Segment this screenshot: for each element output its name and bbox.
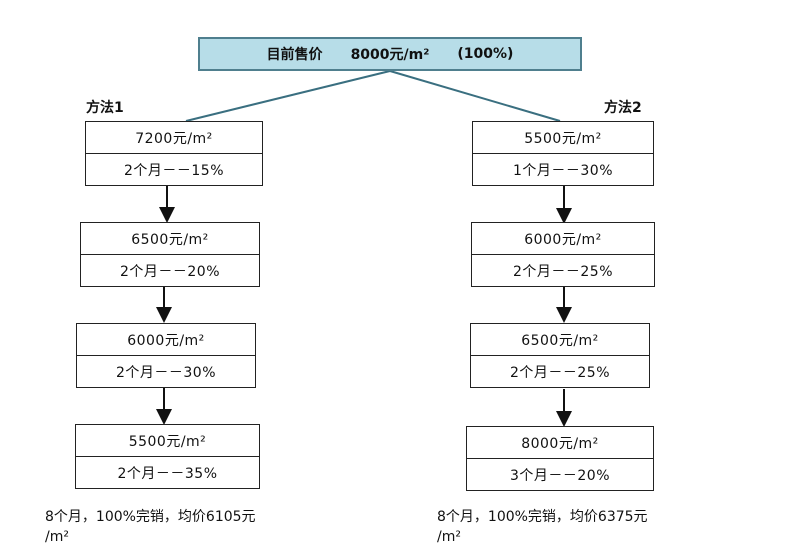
method2-step-2: 6000元/m² 2个月－－25% [471,222,655,287]
current-price-box: 目前售价 8000元/m² (100%) [198,37,582,71]
step-price: 6500元/m² [471,324,649,356]
method1-step-1: 7200元/m² 2个月－－15% [85,121,263,186]
step-duration: 3个月－－20% [509,467,611,484]
connector-top-to-method1 [185,70,391,122]
step-duration: 1个月－－30% [512,162,614,179]
step-price: 5500元/m² [76,425,259,457]
method1-step-2: 6500元/m² 2个月－－20% [80,222,260,287]
method2-step-3: 6500元/m² 2个月－－25% [470,323,650,388]
method1-label: 方法1 [86,100,124,116]
summary-line-2: /m² [45,529,69,545]
current-price-percent: (100%) [457,46,514,62]
step-price: 5500元/m² [473,122,653,154]
connector-top-to-method2 [389,70,561,122]
method1-step-4: 5500元/m² 2个月－－35% [75,424,260,489]
step-price: 6000元/m² [472,223,654,255]
step-duration: 2个月－－30% [115,364,217,381]
step-price: 6000元/m² [77,324,255,356]
method2-step-1: 5500元/m² 1个月－－30% [472,121,654,186]
method1-summary: 8个月，100%完销，均价6105元 /m² [45,507,256,547]
method1-step-3: 6000元/m² 2个月－－30% [76,323,256,388]
step-price: 8000元/m² [467,427,653,459]
summary-line-1: 8个月，100%完销，均价6105元 [45,509,256,525]
step-duration: 2个月－－25% [512,263,614,280]
step-duration: 2个月－－25% [509,364,611,381]
step-duration: 2个月－－15% [123,162,225,179]
method2-label: 方法2 [604,100,642,116]
current-price-value: 8000元/m² [350,47,430,63]
method2-step-4: 8000元/m² 3个月－－20% [466,426,654,491]
step-price: 6500元/m² [81,223,259,255]
step-duration: 2个月－－20% [119,263,221,280]
current-price-title: 目前售价 [266,47,323,63]
step-price: 7200元/m² [86,122,262,154]
method2-summary: 8个月，100%完销，均价6375元 /m² [437,507,648,547]
step-duration: 2个月－－35% [117,465,218,482]
summary-line-1: 8个月，100%完销，均价6375元 [437,509,648,525]
summary-line-2: /m² [437,529,461,545]
